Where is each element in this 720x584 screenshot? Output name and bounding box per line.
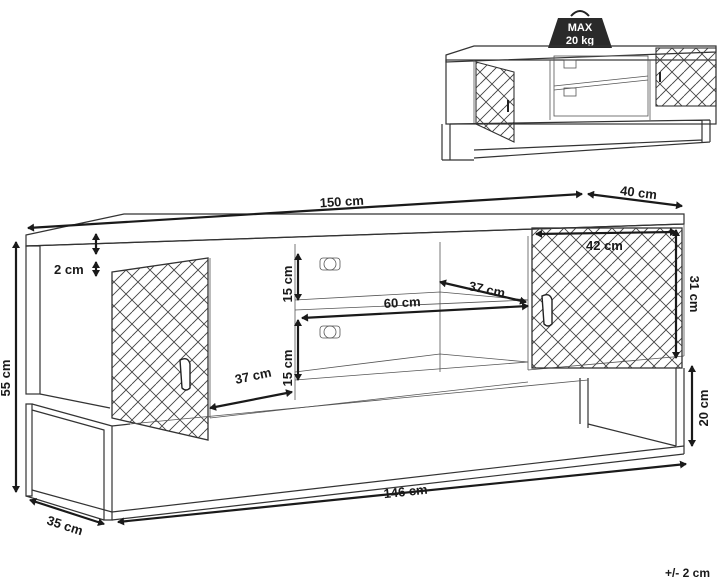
preview-illustration: MAX 20 kg (441, 10, 717, 161)
weight-badge-max: MAX (568, 22, 593, 34)
dim-cabinet-height: 31 cm (687, 276, 702, 313)
dimension-labels: 150 cm 40 cm 2 cm 42 cm 15 cm 37 cm 60 c… (0, 183, 711, 538)
dim-total-height: 55 cm (0, 360, 13, 397)
dim-top-thickness: 2 cm (54, 262, 84, 277)
tolerance-note: +/- 2 cm (664, 566, 710, 580)
dim-door-width: 42 cm (586, 238, 623, 253)
dim-base-width: 146 cm (383, 482, 428, 502)
dim-shelf-height-upper: 15 cm (280, 266, 295, 303)
dim-shelf-width: 60 cm (383, 294, 421, 311)
weight-badge-kg: 20 kg (566, 35, 594, 47)
dim-leg-height: 20 cm (696, 390, 711, 427)
dim-shelf-height-lower: 15 cm (280, 350, 295, 387)
dim-depth: 40 cm (619, 183, 657, 202)
dimension-lines (12, 190, 696, 526)
weight-badge: MAX 20 kg (548, 10, 612, 48)
dim-shelf-depth-lower: 37 cm (234, 365, 273, 387)
dim-shelf-depth-upper: 37 cm (467, 278, 506, 300)
dim-top-width: 150 cm (319, 193, 364, 211)
